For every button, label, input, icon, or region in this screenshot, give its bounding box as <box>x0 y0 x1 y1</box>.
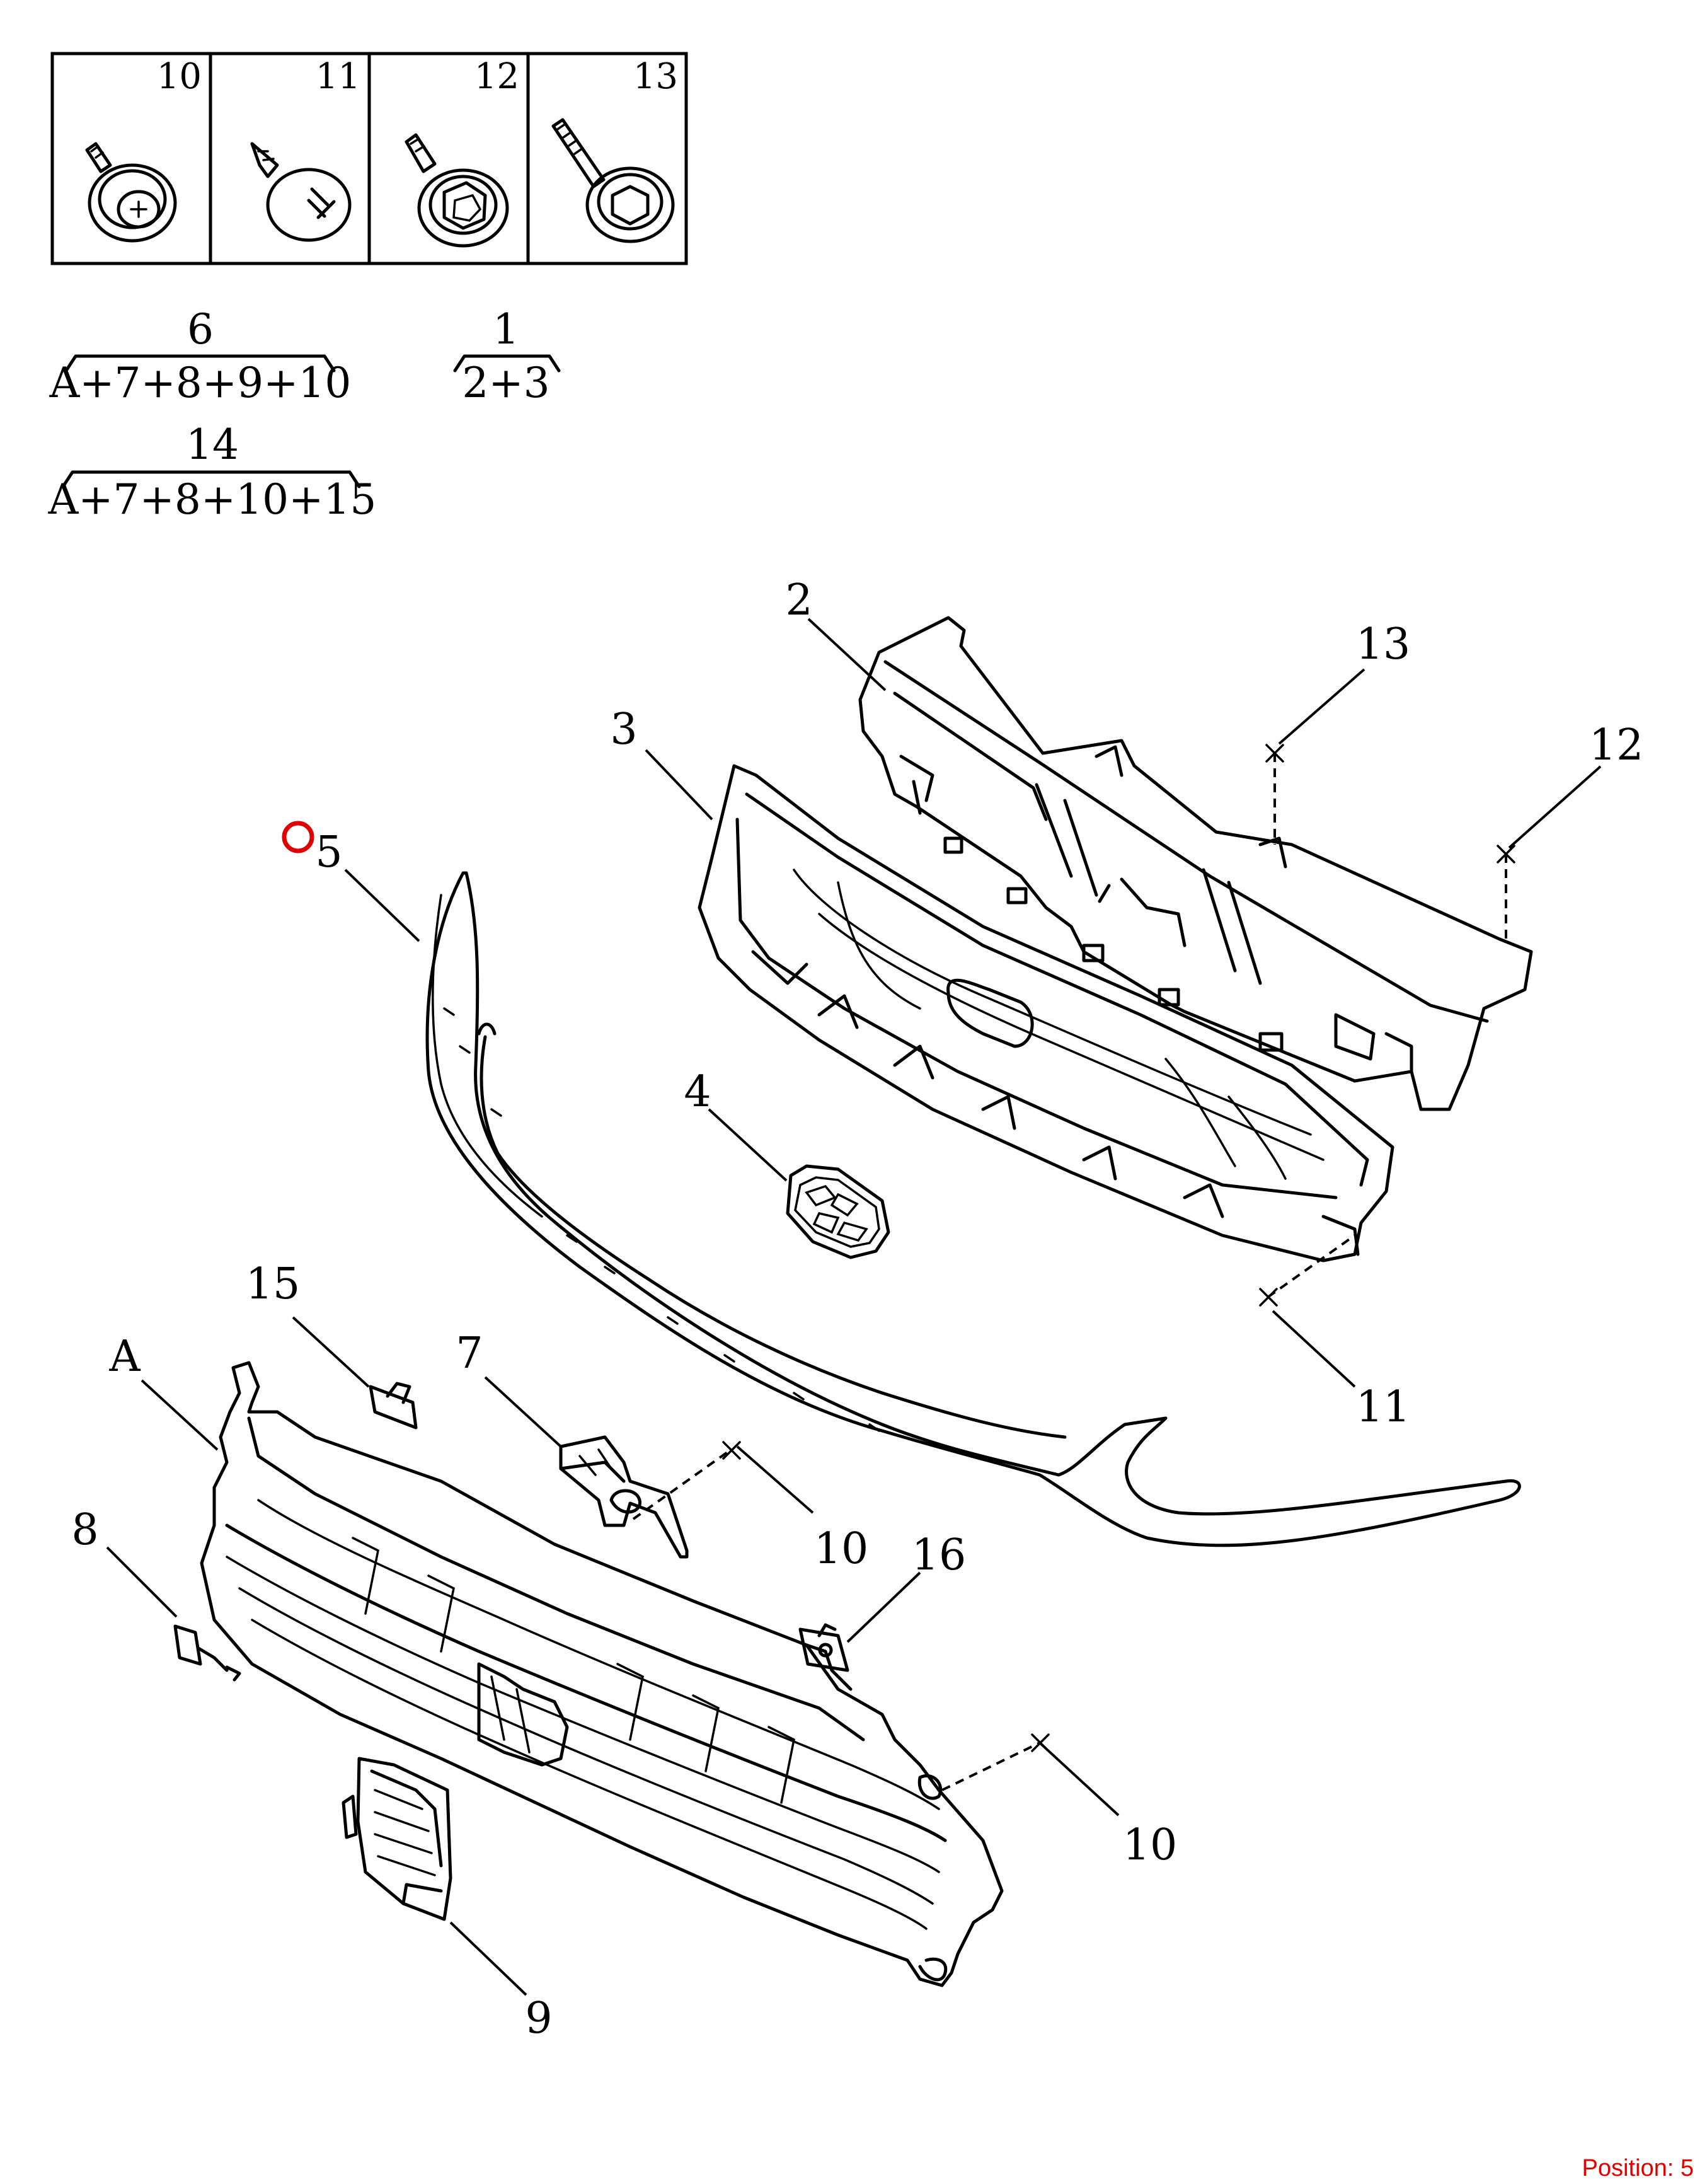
callout-15: 15 <box>246 1259 301 1309</box>
table-cell-number: 12 <box>474 56 519 97</box>
leader-lines <box>106 618 1602 1996</box>
callout-A: A <box>108 1332 141 1382</box>
part-15-clip <box>369 1382 418 1430</box>
callout-16: 16 <box>912 1530 967 1580</box>
callout-13: 13 <box>1356 620 1411 669</box>
callout-8: 8 <box>71 1505 98 1555</box>
assembly-formula-6: 6 A+7+8+9+10 <box>49 305 352 407</box>
assembly-composition: A+7+8+9+10 <box>49 359 352 407</box>
table-cell-number: 13 <box>633 56 678 97</box>
part-3-upper-grille <box>698 764 1394 1262</box>
assembly-formula-14: 14 A+7+8+10+15 <box>48 420 377 524</box>
hex-flange-bolt-icon <box>405 133 509 248</box>
selected-position-marker <box>282 821 314 853</box>
part-A-lower-grille <box>200 1361 1004 1987</box>
assembly-composition: A+7+8+10+15 <box>48 475 377 524</box>
part-16-clip <box>798 1623 849 1672</box>
callout-12: 12 <box>1589 720 1644 770</box>
callout-11: 11 <box>1356 1382 1411 1432</box>
assembly-formula-1: 1 2+3 <box>453 305 561 407</box>
callout-3: 3 <box>610 705 637 754</box>
callout-2: 2 <box>785 575 812 625</box>
part-5-grille-molding <box>425 871 1521 1547</box>
assembly-number: 1 <box>493 305 519 354</box>
callout-10-upper: 10 <box>814 1524 869 1574</box>
assembly-number: 6 <box>187 305 214 354</box>
phillips-tapping-screw-icon <box>250 142 352 242</box>
callout-10-lower: 10 <box>1123 1820 1178 1870</box>
table-cell-number: 11 <box>316 56 360 97</box>
fastener-table: 10 11 12 13 <box>50 52 688 265</box>
stud-bolt-icon <box>551 118 675 243</box>
callout-9: 9 <box>525 1994 552 2043</box>
table-cell-number: 10 <box>157 56 202 97</box>
callout-labels: 2 3 13 12 5 4 11 15 A 7 10 8 16 10 9 <box>71 575 1643 2043</box>
part-8-clip <box>173 1624 241 1682</box>
callout-7: 7 <box>456 1329 483 1378</box>
assembly-number: 14 <box>186 420 239 469</box>
callout-4: 4 <box>684 1067 711 1117</box>
flange-screw-icon <box>85 142 177 243</box>
position-readout: Position: 5 <box>1582 2155 1694 2181</box>
part-7-bracket <box>559 1435 689 1559</box>
assembly-composition: 2+3 <box>462 359 549 407</box>
part-4-emblem <box>786 1164 890 1259</box>
part-2-grille-support-bracket <box>858 616 1533 1111</box>
callout-5: 5 <box>315 828 342 877</box>
part-9-vent-grille <box>342 1757 452 1921</box>
